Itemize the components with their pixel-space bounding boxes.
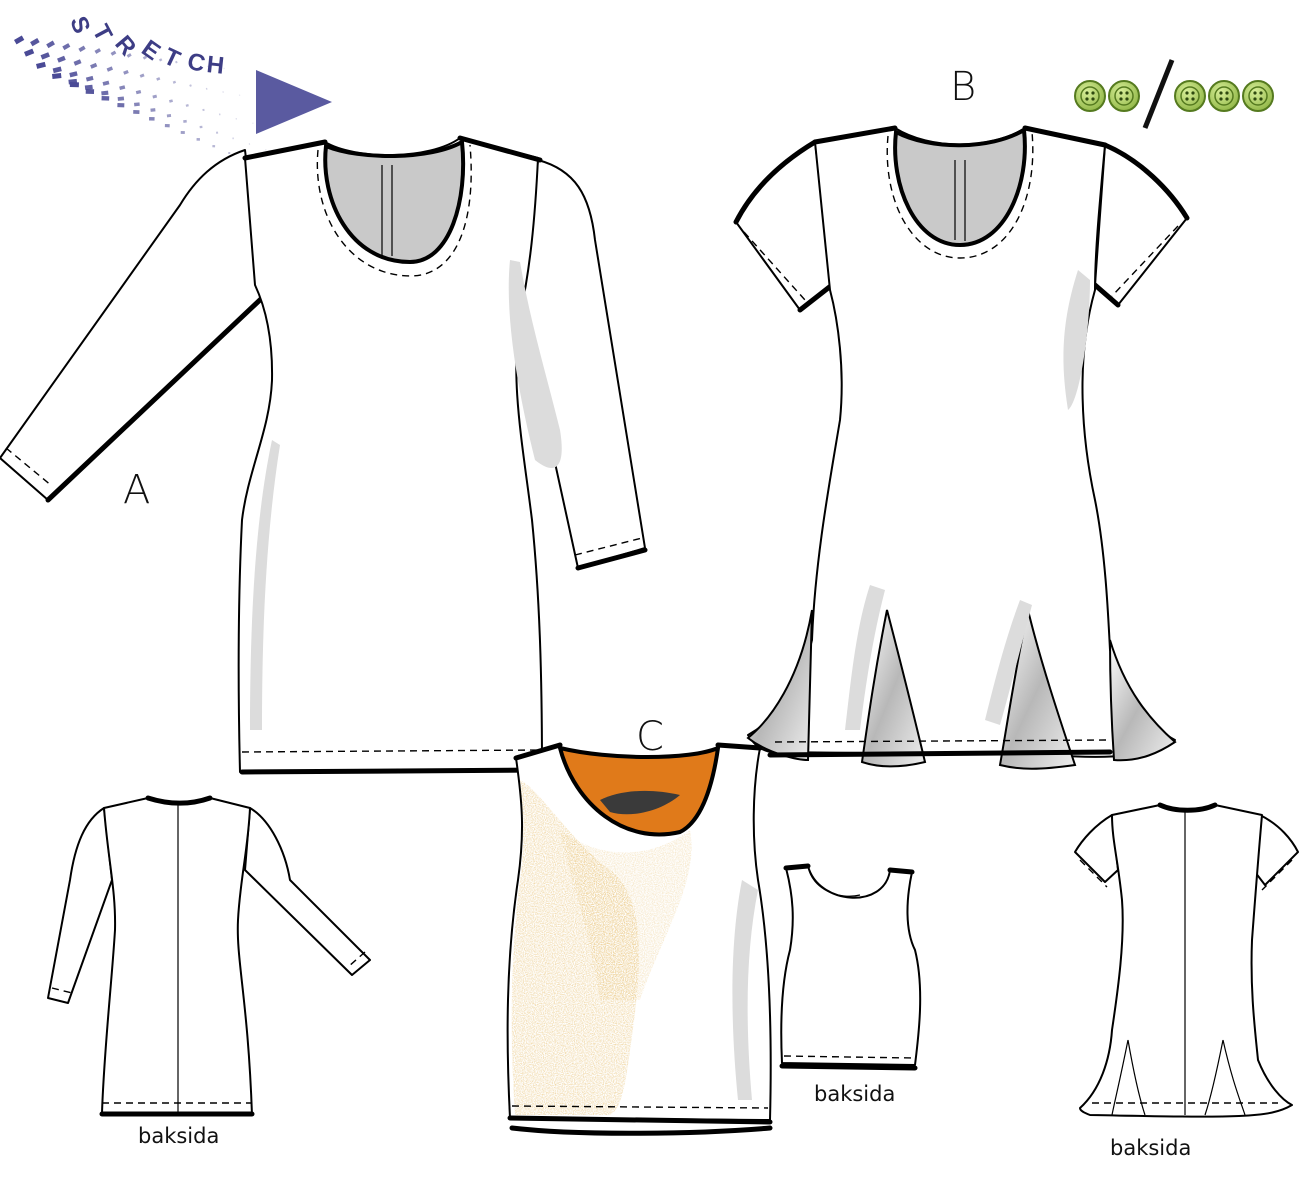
stretch-bar [52,66,62,74]
stretch-bar [175,60,178,64]
view-b-label: B [950,64,976,110]
stretch-bar [205,87,208,90]
view-b-front-drawing [733,125,1190,770]
view-c-back-label: baksida [814,1082,895,1106]
stretch-bar [222,91,224,93]
stretch-bar [215,131,219,134]
stretch-bar [232,137,234,140]
button-icon [1108,80,1140,112]
stretch-bar [191,63,194,66]
stretch-bar [46,40,55,49]
stretch-bar [158,58,163,62]
stretch-bars [14,35,277,175]
stretch-bar [23,48,35,57]
stretch-bar [57,55,66,63]
stretch-bar [14,35,25,45]
button-icon [1242,80,1274,112]
stretch-bar [196,137,201,141]
stretch-bar [185,104,189,107]
stretch-bar [139,73,145,78]
stretch-bar [30,38,40,47]
stretch-bar [150,108,156,112]
stretch-bar [135,89,142,95]
view-a-back-label: baksida [138,1124,219,1148]
stretch-bar [110,50,117,56]
stretch-bar [238,94,241,96]
view-a-body [237,137,543,773]
view-c-front-drawing [506,742,773,1136]
stretch-bar [172,80,177,84]
stretch-bar [85,88,95,94]
stretch-bar [248,143,251,145]
stretch-bar [101,90,109,96]
stretch-bar [235,117,238,120]
stretch-bar [101,95,110,101]
slash-divider-icon [1142,59,1175,129]
stretch-bar [69,71,78,78]
stretch-bar [78,45,86,52]
stretch-bar [228,151,231,155]
view-a-back-drawing [47,795,371,1117]
stretch-bar [36,61,46,69]
stretch-bar [223,67,225,70]
stretch-bar [149,116,155,121]
stretch-bar [102,80,110,86]
stretch-bar [51,73,62,79]
stretch-bar [90,62,98,69]
view-c-back-drawing [779,863,922,1071]
view-b-back-label: baksida [1110,1136,1191,1160]
stretch-bar [62,43,71,51]
stretch-bar [152,94,158,99]
view-a-front-drawing [0,135,648,775]
button-icon [1174,80,1206,112]
stretch-bar [202,108,205,112]
stretch-bar [252,122,254,124]
view-a-label: A [123,467,150,513]
stretch-bar [189,84,192,87]
buttons-indicator [1074,59,1274,129]
stretch-bar [142,55,148,60]
stretch-bar [133,102,140,107]
stretch-letter: T [159,43,184,74]
view-b-back-drawing [1074,802,1299,1118]
stretch-bar [40,52,50,60]
stretch-bar [166,114,172,118]
button-icon [1208,80,1240,112]
stretch-bar [126,53,132,58]
stretch-bar [119,85,126,91]
stretch-bar [85,75,94,82]
stretch-bar [183,119,187,123]
stretch-bar [207,65,209,68]
stretch-bar [133,109,140,115]
stretch-bar [123,69,129,75]
stretch-bar [117,102,125,108]
stretch-bar [265,149,267,151]
stretch-bar [117,96,125,101]
stretch-bar [84,84,93,90]
view-a-left-sleeve [0,149,263,501]
stretch-bar [73,59,82,66]
stretch-bar [156,77,161,81]
stretch-letter: E [137,35,166,66]
stretch-bar [169,99,173,103]
stretch-letter: C [185,48,208,78]
stretch-bar [69,82,79,88]
stretch-bar [218,113,221,116]
stretch-bar [199,125,203,129]
stretch-arrow-icon [256,70,332,134]
stretch-letter: H [205,51,225,80]
stretch-bar [106,66,114,72]
stretch-bar [180,130,185,135]
button-icon [1074,80,1106,112]
stretch-bar [164,123,170,128]
stretch-bar [94,48,102,54]
view-c-label: C [636,714,664,760]
stretch-bar [212,144,216,148]
